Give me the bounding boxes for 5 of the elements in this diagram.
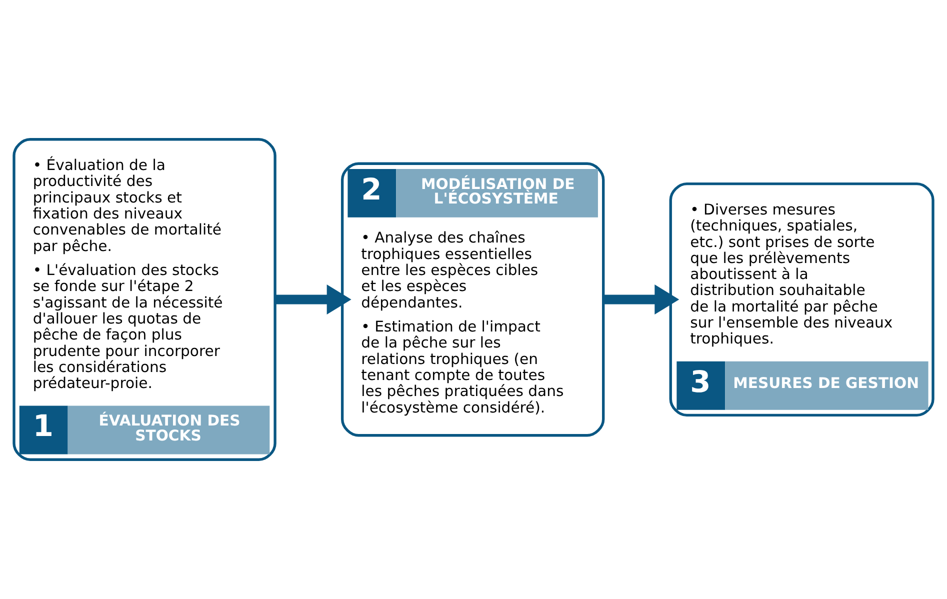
node-box: 2 MODÉLISATION DE L'ÉCOSYSTÈME • Analyse des chaînes trophiques essentielles entre les espèces cibles et les espèces dépendantes. • Estimation de l'impact de la pêche sur les relations trophiques (en tenant compte de toutes les pêches pratiquées dans l'écosystème considéré). <box>340 162 605 437</box>
node-box: • Diverses mesures (techniques, spatiales, etc.) sont prises de sorte que les prélèvements aboutissent à la distribution souhaitable de la mortalité par pêche sur l'ensemble des niveaux trophiques. 3 MESURES DE GESTION <box>669 182 934 417</box>
node-box: • Évaluation de la productivité des principaux stocks et fixation des niveaux convenables de mortalité par pêche. • L'évaluation des stocks se fonde sur l'étape 2 s'agissant de la nécessité d'allouer les quotas de pêche de façon plus prudente pour incorporer les considérations prédateur-proie. 1 ÉVALUATION DES STOCKS <box>12 138 276 461</box>
arrow <box>276 284 352 314</box>
arrow <box>604 284 680 314</box>
